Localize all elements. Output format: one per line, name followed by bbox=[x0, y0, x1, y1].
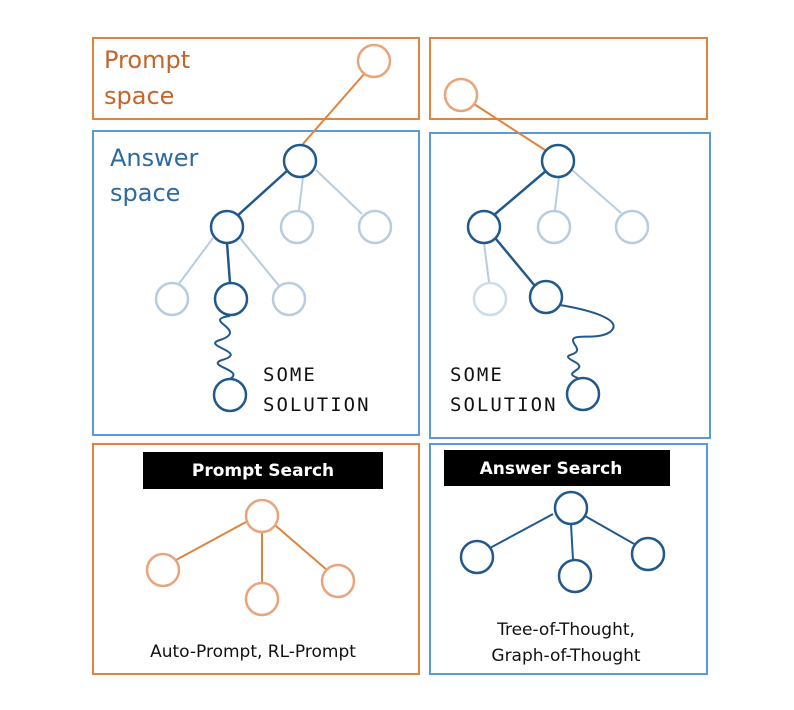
left-answer-space-box bbox=[92, 130, 420, 436]
left-child2-node bbox=[279, 209, 315, 245]
right-grandchild1-node bbox=[472, 281, 508, 317]
right-child1-node bbox=[466, 209, 502, 245]
answer-search-examples-line2: Graph-of-Thought bbox=[491, 646, 641, 666]
answer-search-edge-left bbox=[489, 513, 554, 549]
prompt-search-middle-node bbox=[244, 581, 280, 617]
left-prompt-to-root-edge bbox=[301, 72, 366, 146]
left-child1-to-grandchild3-edge bbox=[239, 237, 281, 288]
right-child1-to-grandchild2-edge bbox=[495, 238, 536, 287]
right-grandchild2-node bbox=[528, 279, 564, 315]
answer-search-tree-edges bbox=[489, 513, 637, 561]
left-grandchild2-node bbox=[213, 281, 249, 317]
answer-search-middle-node bbox=[557, 558, 593, 594]
left-root-to-child2-edge bbox=[298, 176, 304, 211]
right-solution-label-line1: SOME bbox=[450, 364, 504, 386]
prompt-search-edge-left bbox=[175, 521, 247, 561]
left-grandchild1-node bbox=[154, 281, 190, 317]
answer-search-root-node bbox=[553, 490, 589, 526]
left-grandchild3-node bbox=[271, 281, 307, 317]
prompt-search-root-node bbox=[244, 498, 280, 534]
right-prompt-node bbox=[443, 77, 479, 113]
right-solution-label-line2: SOLUTION bbox=[450, 394, 558, 416]
left-child3-node bbox=[357, 209, 393, 245]
answer-search-edge-middle bbox=[570, 523, 574, 561]
right-child2-node bbox=[536, 209, 572, 245]
answer-space-title-line1: Answer bbox=[110, 144, 199, 172]
prompt-search-banner-label: Prompt Search bbox=[192, 461, 334, 481]
right-child3-node bbox=[614, 209, 650, 245]
left-solution-label-line1: SOME bbox=[263, 364, 317, 386]
left-child1-to-grandchild1-edge bbox=[177, 237, 214, 286]
answer-space-title-line2: space bbox=[110, 179, 180, 207]
right-root-to-child1-edge bbox=[493, 169, 548, 216]
prompt-space-title-line2: space bbox=[104, 82, 174, 110]
prompt-search-edge-right bbox=[275, 525, 328, 571]
right-prompt-space-box bbox=[429, 37, 708, 120]
left-root-node bbox=[282, 143, 318, 179]
answer-search-banner bbox=[444, 450, 670, 486]
right-root-node bbox=[540, 143, 576, 179]
answer-search-edge-right bbox=[584, 515, 637, 546]
right-tree-edges bbox=[473, 103, 622, 379]
answer-search-left-node bbox=[459, 539, 495, 575]
right-answer-space-box bbox=[429, 132, 711, 439]
right-root-to-child3-edge bbox=[571, 169, 622, 214]
prompt-search-examples: Auto-Prompt, RL-Prompt bbox=[150, 642, 356, 662]
right-root-to-child2-edge bbox=[554, 176, 560, 211]
left-tree-edges bbox=[177, 72, 366, 380]
left-root-to-child3-edge bbox=[315, 169, 363, 215]
prompt-search-right-node bbox=[320, 563, 356, 599]
prompt-search-tree-edges bbox=[175, 521, 328, 584]
left-solution-label-line2: SOLUTION bbox=[263, 394, 371, 416]
right-squiggle-path-to-solution bbox=[559, 304, 615, 379]
prompt-search-banner bbox=[143, 452, 383, 489]
left-solution-node bbox=[212, 377, 248, 413]
right-solution-node bbox=[565, 376, 601, 412]
prompt-space-title-line1: Prompt bbox=[104, 46, 190, 74]
left-root-to-child1-edge bbox=[235, 169, 289, 218]
left-child1-to-grandchild2-edge bbox=[225, 242, 232, 284]
left-prompt-space-box bbox=[92, 37, 420, 120]
left-prompt-node bbox=[356, 43, 392, 79]
left-squiggle-path-to-solution bbox=[214, 315, 235, 380]
left-child1-node bbox=[209, 209, 245, 245]
right-prompt-to-root-edge bbox=[473, 103, 546, 151]
answer-search-box bbox=[429, 443, 708, 675]
prompt-search-box bbox=[92, 443, 420, 675]
prompt-search-left-node bbox=[145, 552, 181, 588]
answer-search-right-node bbox=[630, 536, 666, 572]
right-child1-to-grandchild1-edge bbox=[483, 242, 490, 283]
answer-search-examples-line1: Tree-of-Thought, bbox=[496, 620, 635, 640]
answer-search-banner-label: Answer Search bbox=[480, 459, 623, 479]
